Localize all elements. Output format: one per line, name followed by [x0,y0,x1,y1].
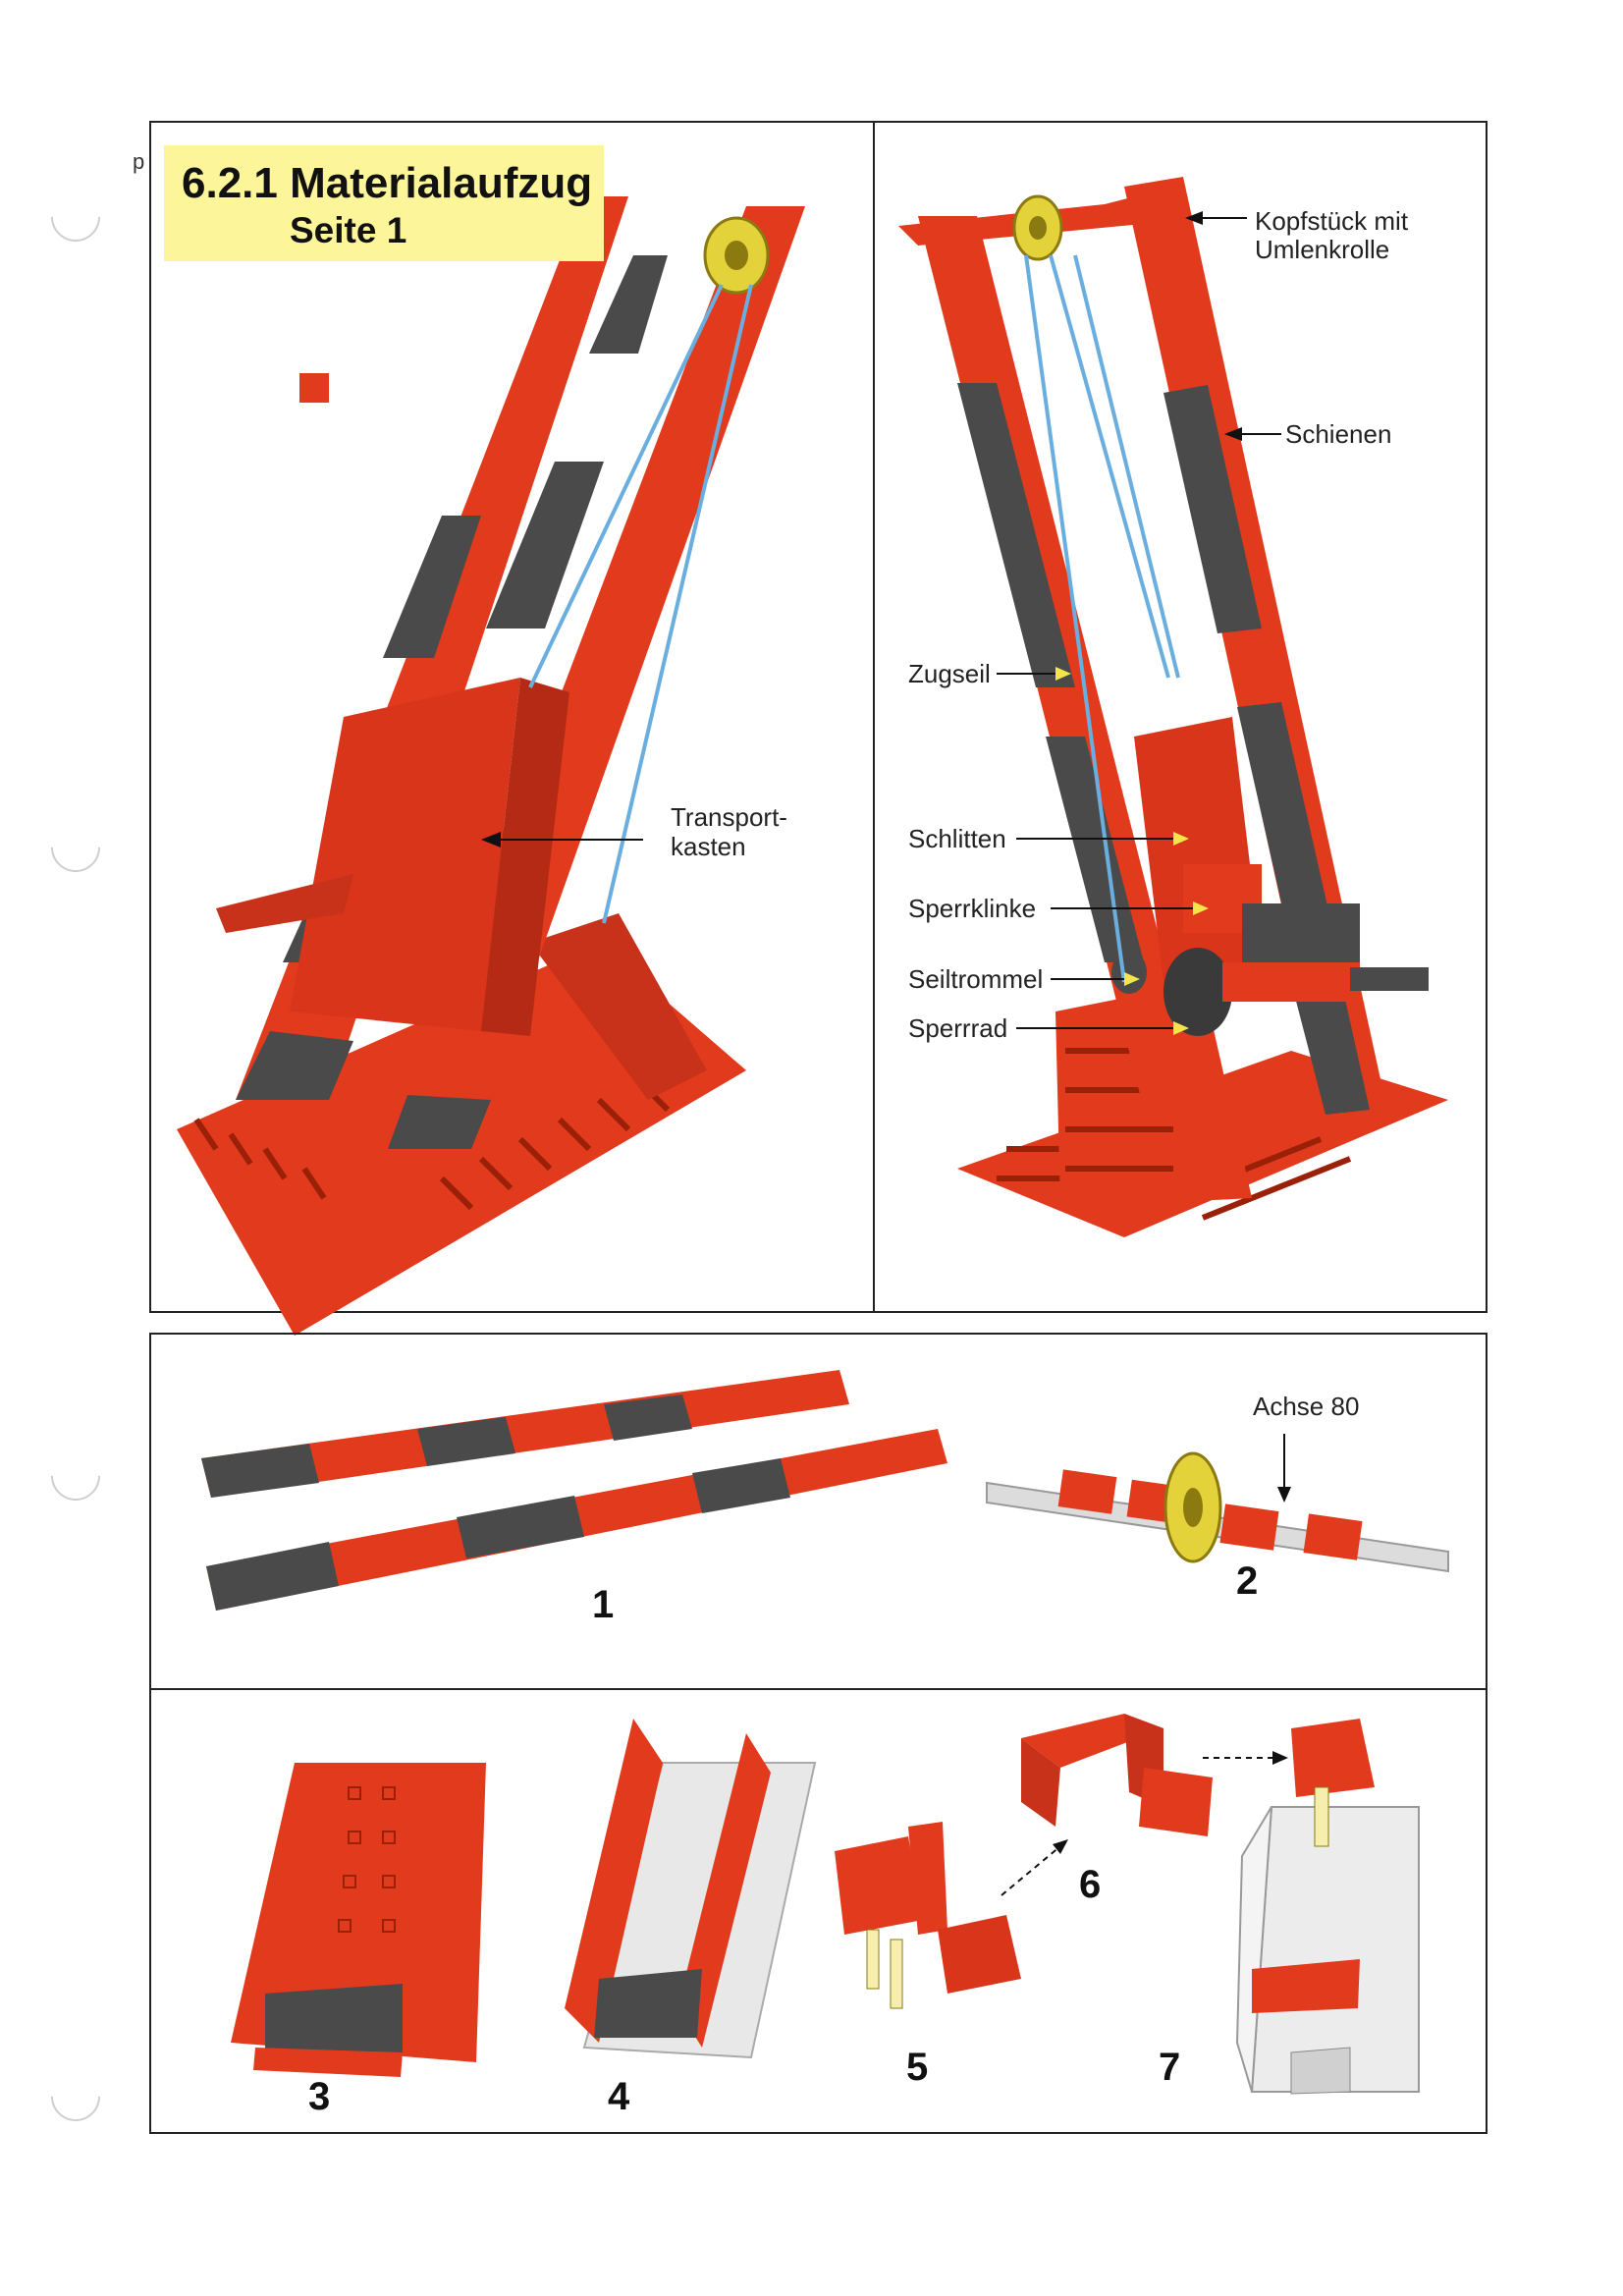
label-kopfstueck-line2: Umlenkrolle [1255,235,1390,264]
step-6-connector-part-illustration [1021,1714,1213,1836]
elevator-model-side-illustration [898,177,1448,1237]
label-seiltrommel: Seiltrommel [908,964,1044,994]
step-7-assembly-illustration [1235,1719,1420,2095]
label-transportkasten-line2: kasten [671,832,746,861]
label-sperrrad: Sperrrad [908,1013,1008,1043]
step-5-slider-part-illustration [835,1822,1021,2009]
step-arrows-overlay [1001,1751,1288,1896]
label-zugseil: Zugseil [908,659,991,688]
step-3-plate-illustration [231,1763,486,2077]
label-transportkasten-line1: Transport- [671,802,787,832]
step-number-2: 2 [1236,1559,1259,1603]
step-4-channel-illustration [565,1719,817,2059]
page-title: 6.2.1 Materialaufzug [182,159,593,207]
axle-with-pulley-illustration [986,1434,1449,1573]
label-kopfstueck-line1: Kopfstück mit [1255,206,1409,236]
binder-hole [40,812,111,883]
step-number-3: 3 [308,2075,331,2118]
step-number-5: 5 [906,2046,929,2089]
bottom-panel-frame [149,1688,1488,2134]
top-panel-divider [873,121,875,1313]
page-subtitle: Seite 1 [290,210,407,250]
binder-hole [40,1441,111,1511]
step-number-1: 1 [592,1583,615,1626]
step-number-7: 7 [1159,2046,1181,2089]
elevator-model-front-illustration [177,196,805,1336]
step-number-4: 4 [608,2075,630,2118]
label-achse-80: Achse 80 [1253,1392,1360,1421]
rails-assembly-illustration [201,1370,947,1611]
label-schlitten: Schlitten [908,824,1006,853]
page-title-box: 6.2.1 Materialaufzug Seite 1 [164,145,604,261]
label-schienen: Schienen [1285,419,1392,449]
top-panel-frame [149,121,1488,1313]
label-sperrklinke: Sperrklinke [908,894,1037,923]
margin-mark: p [133,149,145,174]
binder-hole [40,182,111,252]
step-number-6: 6 [1079,1863,1102,1906]
binder-hole [40,2061,111,2132]
